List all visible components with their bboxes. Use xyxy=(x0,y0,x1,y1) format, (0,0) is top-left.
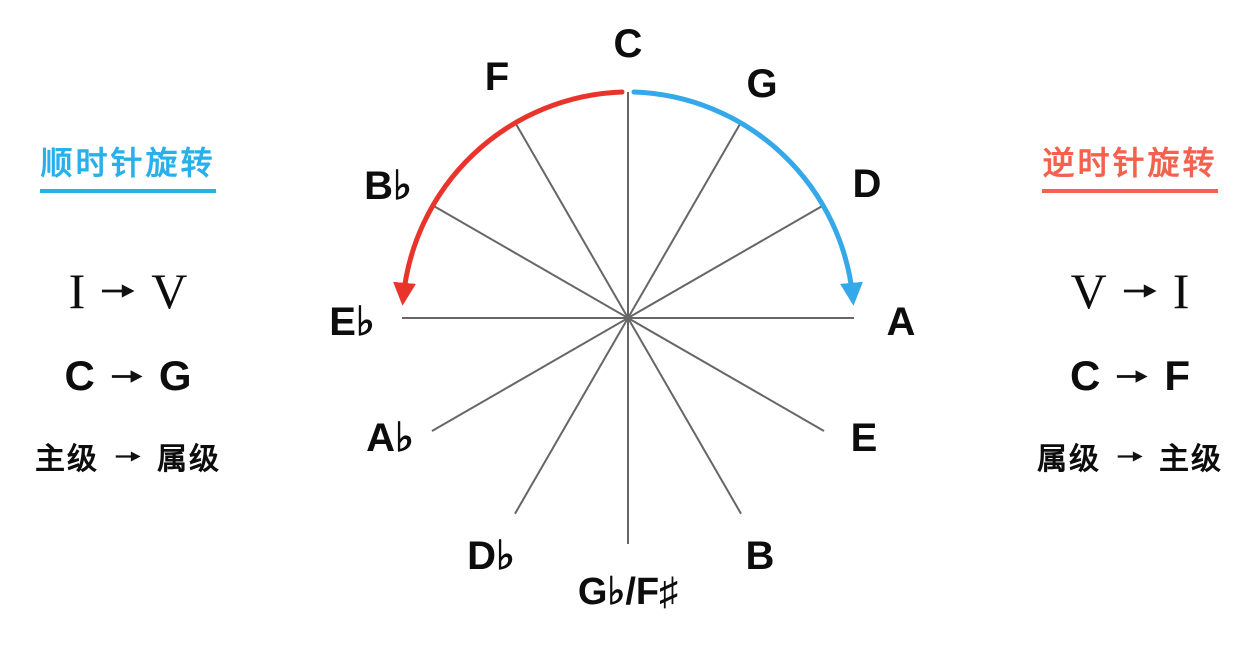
counterclockwise-panel: 逆时针旋转 V I C F 属级 主级 xyxy=(1012,0,1248,651)
note-label-dflat: D♭ xyxy=(467,534,515,578)
note-label-d: D xyxy=(853,162,882,206)
note-labels: C G D A E B G♭/F♯ D♭ A♭ E♭ B♭ F xyxy=(329,22,915,613)
wheel-spokes xyxy=(402,92,854,544)
right-arrow-icon xyxy=(102,284,135,298)
clockwise-heading: 顺时针旋转 xyxy=(10,138,246,197)
wheel-spoke xyxy=(431,204,825,432)
note-label-f: F xyxy=(485,55,509,99)
note-label-eflat: E♭ xyxy=(329,300,375,344)
note-from: C xyxy=(64,352,95,399)
function-to: 主级 xyxy=(1159,443,1223,476)
clockwise-heading-text: 顺时针旋转 xyxy=(40,138,216,193)
note-label-a: A xyxy=(887,300,916,344)
roman-to: I xyxy=(1172,263,1190,319)
note-to: F xyxy=(1164,352,1190,399)
roman-to: V xyxy=(151,263,188,319)
note-label-e: E xyxy=(851,416,878,460)
note-label-aflat: A♭ xyxy=(366,416,414,460)
right-arrow-icon xyxy=(111,369,143,383)
note-label-bflat: B♭ xyxy=(364,164,412,208)
right-arrow-icon xyxy=(1123,284,1157,298)
roman-from: V xyxy=(1070,263,1107,319)
clockwise-function-progression: 主级 属级 xyxy=(10,434,246,478)
clockwise-note-progression: C G xyxy=(10,352,246,400)
right-arrow-icon xyxy=(1117,450,1143,462)
clockwise-roman-progression: I V xyxy=(10,262,246,320)
note-to: G xyxy=(158,352,192,399)
note-label-g: G xyxy=(746,62,777,106)
note-label-c: C xyxy=(614,22,643,66)
clockwise-arc-arrow xyxy=(631,89,863,306)
note-label-b: B xyxy=(746,534,775,578)
right-arrow-icon xyxy=(1117,369,1148,383)
note-label-gflat-fsharp: G♭/F♯ xyxy=(578,571,678,613)
counterclockwise-note-progression: C F xyxy=(1012,352,1248,400)
counterclockwise-arc-arrow xyxy=(393,89,625,306)
counterclockwise-function-progression: 属级 主级 xyxy=(1012,434,1248,478)
right-arrow-icon xyxy=(115,450,141,462)
counterclockwise-heading-text: 逆时针旋转 xyxy=(1042,138,1218,193)
function-from: 主级 xyxy=(35,443,99,476)
clockwise-panel: 顺时针旋转 I V C G 主级 属级 xyxy=(10,0,246,651)
counterclockwise-roman-progression: V I xyxy=(1012,262,1248,320)
roman-from: I xyxy=(68,263,86,319)
note-from: C xyxy=(1070,352,1101,399)
counterclockwise-heading: 逆时针旋转 xyxy=(1012,138,1248,197)
function-to: 属级 xyxy=(157,443,221,476)
function-from: 属级 xyxy=(1037,443,1101,476)
